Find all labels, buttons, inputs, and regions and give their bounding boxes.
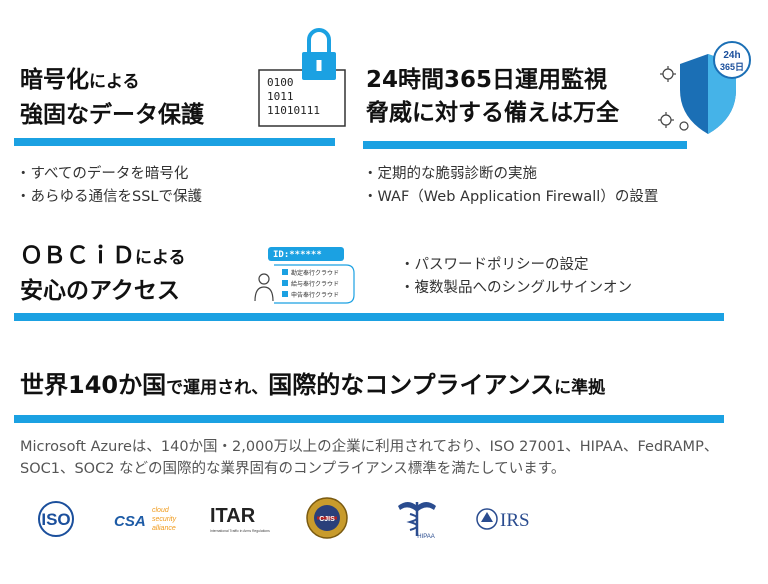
monitoring-bullet-2: ・WAF（Web Application Firewall）の設置 — [363, 189, 659, 205]
irs-logo-text: IRS — [500, 510, 530, 531]
access-bullet-2: ・複数製品へのシングルサインオン — [400, 280, 632, 296]
id-login-icon: ID:****** 勘定奉行クラウド 給与奉行クラウド 申告奉行クラウド — [254, 247, 355, 304]
encryption-bullets: ・すべてのデータを暗号化 ・あらゆる通信をSSLで保護 — [16, 163, 202, 209]
binary-line-2: 1011 — [267, 90, 294, 103]
access-title-small: による — [135, 248, 186, 268]
compliance-title-part3: 国際的な — [268, 371, 365, 399]
encryption-title-big: 暗号化 — [20, 67, 89, 93]
monitoring-bullets: ・定期的な脆弱診断の実施 ・WAF（Web Application Firewa… — [363, 163, 658, 209]
monitoring-title-line1: 24時間365日運用監視 — [366, 67, 608, 93]
binary-line-1: 0100 — [267, 76, 294, 89]
compliance-title-part4: コンプライアンス — [364, 371, 555, 399]
id-row-1: 勘定奉行クラウド — [291, 269, 339, 277]
monitoring-title-line2: 脅威に対する備えは万全 — [366, 100, 619, 126]
itar-logo-main: ITAR — [210, 505, 256, 527]
id-row-3: 申告奉行クラウド — [291, 291, 339, 299]
itar-logo: ITAR International Traffic in Arms Regul… — [210, 502, 286, 536]
compliance-title-part5: に準拠 — [554, 378, 606, 398]
access-bullets: ・パスワードポリシーの設定 ・複数製品へのシングルサインオン — [400, 254, 632, 300]
access-title-line2: 安心のアクセス — [20, 278, 180, 304]
hipaa-logo-text: HIPAA — [417, 534, 435, 540]
access-title-big: ＯＢＣｉＤ — [20, 243, 135, 269]
access-bullet-1: ・パスワードポリシーの設定 — [400, 257, 589, 273]
monitoring-title: 24時間365日運用監視 脅威に対する備えは万全 — [366, 64, 619, 130]
csa-logo-sub-2: security — [152, 516, 177, 523]
iso-logo: ISO — [32, 500, 80, 538]
shield-icon: 24h 365日 — [658, 41, 751, 134]
access-divider — [14, 313, 724, 321]
badge-24h: 24h — [723, 50, 740, 61]
csa-logo: CSA cloud security alliance — [112, 502, 192, 536]
user-icon — [254, 273, 274, 302]
compliance-title-part2: で運用され、 — [166, 378, 269, 398]
iso-logo-text: ISO — [41, 510, 70, 529]
encryption-bullet-1: ・すべてのデータを暗号化 — [16, 166, 189, 182]
csa-logo-sub-1: cloud — [152, 507, 170, 514]
virus-icon — [658, 66, 689, 131]
compliance-body: Microsoft Azureは、140か国・2,000万以上の企業に利用されて… — [20, 439, 719, 477]
cjis-logo-text: CJIS — [319, 516, 335, 523]
encryption-bullet-2: ・あらゆる通信をSSLで保護 — [16, 189, 202, 205]
irs-logo: IRS — [476, 504, 544, 534]
compliance-divider — [14, 415, 724, 423]
id-row-2: 給与奉行クラウド — [291, 280, 339, 288]
badge-365: 365日 — [720, 62, 744, 72]
encryption-divider — [14, 138, 335, 146]
monitoring-divider — [363, 141, 687, 149]
itar-logo-sub: International Traffic in Arms Regulation… — [210, 529, 270, 533]
encryption-title-line2: 強固なデータ保護 — [20, 102, 204, 128]
compliance-title-part1: 世界140か国 — [20, 371, 167, 399]
binary-line-3: 11010111 — [267, 104, 320, 117]
csa-logo-main: CSA — [114, 513, 146, 530]
lock-icon: 0100 1011 11010111 — [258, 28, 346, 127]
monitoring-bullet-1: ・定期的な脆弱診断の実施 — [363, 166, 537, 182]
id-field: ID:****** — [273, 250, 322, 260]
encryption-title: 暗号化による 強固なデータ保護 — [20, 64, 204, 132]
encryption-title-small: による — [89, 72, 140, 92]
access-title: ＯＢＣｉＤによる 安心のアクセス — [20, 240, 186, 308]
cjis-logo: CJIS — [305, 496, 349, 540]
compliance-title: 世界140か国で運用され、国際的なコンプライアンスに準拠 — [20, 367, 605, 406]
csa-logo-sub-3: alliance — [152, 525, 176, 532]
hipaa-logo: HIPAA — [394, 496, 440, 540]
